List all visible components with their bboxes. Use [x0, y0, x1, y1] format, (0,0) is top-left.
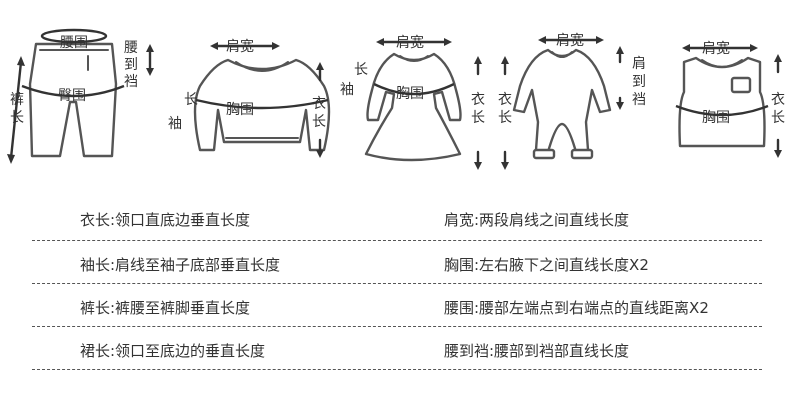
legend-row: 裤长:裤腰至裤脚垂直长度 腰围:腰部左端点到右端点的直线距离X2	[32, 284, 762, 327]
hip-band	[21, 84, 125, 98]
vest-chest-label: 胸围	[702, 110, 730, 126]
vest-figure: 肩宽 胸围 衣 长	[675, 40, 785, 158]
dress-sleeve-label-1: 袖	[340, 82, 354, 98]
romper-shoulder-label: 肩宽	[556, 32, 584, 49]
vest-length-arrow-bottom	[774, 138, 782, 158]
vest-chest-band	[675, 104, 769, 117]
pants-figure: 腰围 臀围 裤 长 腰 到 裆	[7, 28, 154, 164]
dress-outline	[364, 52, 462, 162]
romper-length-arrow-bottom	[501, 150, 509, 170]
vest-pocket	[730, 76, 752, 94]
dress-shoulder-label: 肩宽	[396, 34, 424, 51]
pants-hip-label: 臀围	[58, 88, 86, 104]
pants-rise-label-2: 到	[124, 57, 138, 73]
vest-shoulder-label: 肩宽	[702, 40, 730, 57]
pants-length-label-2: 长	[10, 110, 24, 126]
romper-rise-label-3: 裆	[632, 92, 646, 108]
garment-illustrations: 腰围 臀围 裤 长 腰 到 裆 肩宽 袖 长 胸围	[7, 28, 785, 170]
legend-pants-length: 裤长:裤腰至裤脚垂直长度	[80, 299, 251, 317]
legend-row: 裙长:领口至底边的垂直长度 腰到裆:腰部到裆部直线长度	[32, 327, 762, 370]
romper-rise-label-2: 到	[632, 74, 646, 90]
romper-rise-arrow	[616, 46, 624, 110]
dress-length-label-1: 衣	[471, 92, 485, 108]
pants-length-label-1: 裤	[10, 92, 24, 108]
romper-length-label-1: 衣	[498, 92, 512, 108]
pants-rise-label-1: 腰	[124, 40, 138, 56]
dress-length-arrow-bottom	[474, 150, 482, 170]
sweater-length-arrow-top	[316, 62, 324, 82]
sweater-figure: 肩宽 袖 长 胸围 衣 长	[168, 38, 331, 158]
romper-shoulder-arrow	[538, 36, 604, 44]
romper-length-label-2: 长	[498, 110, 512, 126]
sweater-sleeve-label-1: 袖	[168, 116, 182, 132]
legend-skirt-length: 裙长:领口至底边的垂直长度	[80, 342, 266, 360]
legend-waist: 腰围:腰部左端点到右端点的直线距离X2	[444, 299, 709, 317]
dress-length-arrow-top	[474, 56, 482, 76]
dress-length-label-2: 长	[471, 110, 485, 126]
sweater-length-label-2: 长	[312, 114, 326, 130]
sweater-chest-band	[195, 98, 329, 110]
vest-length-label-1: 衣	[771, 92, 785, 108]
dress-shoulder-arrow	[376, 38, 452, 46]
pants-outline	[28, 42, 118, 158]
legend-row: 袖长:肩线至袖子底部垂直长度 胸围:左右腋下之间直线长度X2	[32, 241, 762, 284]
sweater-outline	[193, 58, 331, 152]
pants-waist-label: 腰围	[60, 35, 88, 51]
romper-figure: 肩宽 衣 长 肩 到 裆	[498, 32, 646, 170]
vest-length-arrow-top	[774, 54, 782, 74]
romper-outline	[512, 48, 612, 154]
legend-top-length: 衣长:领口直底边垂直长度	[80, 211, 251, 229]
legend-shoulder-width: 肩宽:两段肩线之间直线长度	[444, 211, 630, 229]
sweater-sleeve-label-2: 长	[184, 92, 198, 108]
measurement-legend: 衣长:领口直底边垂直长度 肩宽:两段肩线之间直线长度 袖长:肩线至袖子底部垂直长…	[32, 196, 762, 370]
pants-rise-arrow	[146, 44, 154, 76]
waist-band	[40, 28, 108, 44]
sweater-length-arrow-bottom	[316, 138, 324, 158]
sweater-shoulder-arrow	[210, 42, 280, 50]
pants-length-arrow	[7, 56, 25, 164]
legend-chest: 胸围:左右腋下之间直线长度X2	[444, 256, 649, 274]
romper-rise-label-1: 肩	[632, 56, 646, 72]
pants-rise-label-3: 裆	[124, 74, 138, 90]
dress-sleeve-label-2: 长	[354, 62, 368, 78]
dress-figure: 肩宽 袖 长 胸围 衣 长	[340, 34, 485, 170]
vest-length-label-2: 长	[771, 110, 785, 126]
vest-shoulder-arrow	[682, 44, 758, 52]
vest-outline	[678, 56, 766, 148]
romper-length-arrow-top	[501, 56, 509, 76]
sweater-chest-label: 胸围	[226, 102, 254, 118]
sweater-shoulder-label: 肩宽	[226, 38, 254, 55]
legend-sleeve-length: 袖长:肩线至袖子底部垂直长度	[80, 256, 281, 274]
legend-row: 衣长:领口直底边垂直长度 肩宽:两段肩线之间直线长度	[32, 196, 762, 241]
legend-waist-to-crotch: 腰到裆:腰部到裆部直线长度	[444, 342, 630, 360]
dress-chest-band	[373, 82, 455, 96]
sweater-length-label-1: 衣	[312, 96, 326, 112]
dress-chest-label: 胸围	[396, 86, 424, 102]
